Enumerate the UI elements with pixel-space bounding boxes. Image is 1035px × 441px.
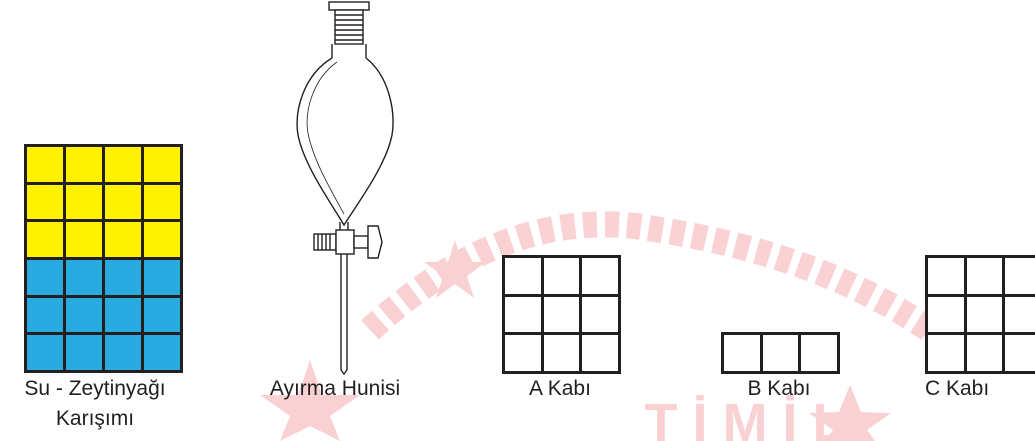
mixture-cell xyxy=(24,219,66,260)
mixture-cell xyxy=(141,332,183,373)
funnel-label: Ayırma Hunisi xyxy=(269,377,401,400)
mixture-cell xyxy=(24,144,66,185)
separatory-funnel xyxy=(296,1,394,376)
mixture-cell xyxy=(141,219,183,260)
mixture-cell xyxy=(102,294,144,336)
mixture-cell xyxy=(63,332,105,373)
mixture-cell xyxy=(102,144,144,185)
mixture-cell xyxy=(102,332,144,373)
container-a-cell xyxy=(579,255,621,297)
watermark-text: T İ M İ L xyxy=(645,393,846,441)
container-c-cell xyxy=(925,332,967,374)
container-b-cell xyxy=(759,332,802,374)
mixture-cell xyxy=(141,144,183,185)
mixture-cell xyxy=(24,181,66,223)
container-a-grid xyxy=(502,255,621,374)
container-b-cell xyxy=(721,332,763,374)
mixture-cell xyxy=(141,257,183,298)
container-a-label: A Kabı xyxy=(529,377,591,400)
mixture-cell xyxy=(24,257,66,298)
mixture-label-line2: Karışımı xyxy=(55,407,135,430)
container-a-cell xyxy=(502,255,544,297)
container-a-cell xyxy=(540,293,583,336)
mixture-cell xyxy=(63,181,105,223)
container-c-cell xyxy=(963,255,1006,297)
container-a-cell xyxy=(502,293,544,336)
mixture-cell xyxy=(63,219,105,260)
mixture-cell xyxy=(141,294,183,336)
mixture-cell xyxy=(63,257,105,298)
mixture-cell xyxy=(102,181,144,223)
container-b-cell xyxy=(798,332,840,374)
container-c-cell xyxy=(1002,255,1035,297)
mixture-cell xyxy=(24,294,66,336)
mixture-cell xyxy=(102,219,144,260)
container-c-grid xyxy=(925,255,1035,374)
container-c-cell xyxy=(925,255,967,297)
oil-water-mixture-grid xyxy=(24,144,183,373)
mixture-cell xyxy=(24,332,66,373)
container-a-cell xyxy=(579,332,621,374)
container-c-cell xyxy=(1002,332,1035,374)
container-c-cell xyxy=(963,293,1006,336)
mixture-cell xyxy=(63,294,105,336)
container-b-grid xyxy=(721,332,840,374)
container-a-cell xyxy=(540,255,583,297)
container-c-cell xyxy=(1002,293,1035,336)
mixture-label-line1: Su - Zeytinyağı xyxy=(24,377,166,400)
mixture-cell xyxy=(102,257,144,298)
container-b-label: B Kabı xyxy=(747,377,811,400)
mixture-cell xyxy=(141,181,183,223)
stopper-cap xyxy=(328,1,370,11)
container-c-cell xyxy=(925,293,967,336)
container-c-cell xyxy=(963,332,1006,374)
mixture-cell xyxy=(63,144,105,185)
container-a-cell xyxy=(502,332,544,374)
container-c-label: C Kabı xyxy=(925,377,990,400)
container-a-cell xyxy=(579,293,621,336)
container-a-cell xyxy=(540,332,583,374)
